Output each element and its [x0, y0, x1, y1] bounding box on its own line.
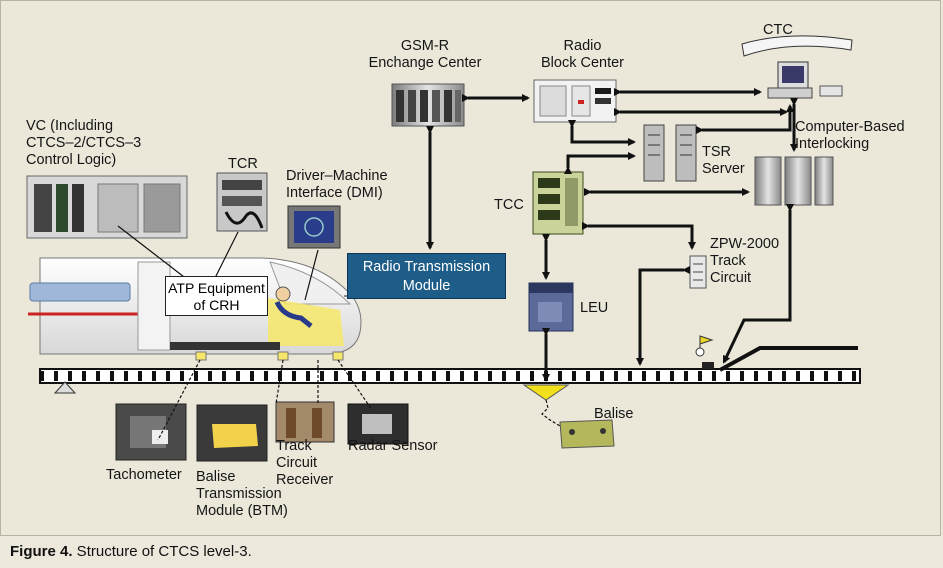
radar-sensor-label: Radar Sensor — [348, 438, 438, 454]
tcr-label: TCR — [228, 156, 258, 172]
rail-track — [39, 368, 861, 384]
leu-label: LEU — [580, 300, 609, 316]
tsr-server-icon — [643, 124, 697, 182]
balise-label: Balise — [594, 406, 634, 422]
track-circuit-receiver-label: Track Circuit Receiver — [276, 438, 334, 488]
radar-sensor-photo-icon — [347, 403, 409, 445]
signal-icon — [695, 335, 714, 369]
ctc-workstation-icon — [741, 35, 853, 99]
figure-caption-text: Structure of CTCS level-3. — [72, 543, 252, 560]
gsmr-center-icon — [391, 83, 465, 127]
train-window — [29, 282, 131, 302]
balise-device-icon — [559, 419, 615, 449]
leu-unit-icon — [528, 282, 574, 332]
tcc-cabinet-icon — [532, 171, 584, 235]
vc-rack-icon — [26, 175, 188, 239]
balise-track-icon — [522, 384, 570, 401]
diagram-graphics — [26, 35, 861, 462]
cbi-label: Computer-Based Interlocking — [795, 119, 905, 152]
vc-label: VC (Including CTCS–2/CTCS–3 Control Logi… — [26, 118, 142, 168]
switch-track — [719, 346, 858, 372]
tcr-unit-icon — [216, 172, 268, 232]
interlocking-racks-icon — [754, 156, 834, 206]
figure-caption: Figure 4. Structure of CTCS level-3. — [10, 543, 252, 560]
rbc-label: Radio Block Center — [540, 38, 624, 71]
btm-label: Balise Transmission Module (BTM) — [196, 469, 288, 519]
rail-end-icon — [53, 381, 77, 394]
connectors — [426, 88, 798, 382]
dmi-label: Driver–Machine Interface (DMI) — [286, 168, 388, 201]
zpw-track-circuit-icon — [689, 255, 707, 289]
tachometer-label: Tachometer — [106, 467, 182, 483]
atp-equipment-box: ATP Equipment of CRH — [165, 276, 268, 316]
tcc-label: TCC — [494, 197, 524, 213]
tsr-label: TSR Server — [702, 144, 745, 177]
gsmr-label: GSM-R Enchange Center — [368, 38, 482, 71]
track-circuit-receiver-photo-icon — [275, 401, 335, 443]
pointer-lines — [117, 225, 561, 441]
btm-photo-icon — [196, 404, 268, 462]
radio-transmission-module-box: Radio Transmission Module — [347, 253, 506, 299]
rbc-server-icon — [533, 79, 617, 123]
ctc-label: CTC — [763, 22, 793, 38]
tachometer-photo-icon — [115, 403, 187, 461]
zpw-label: ZPW-2000 Track Circuit — [710, 236, 780, 286]
figure-number: Figure 4. — [10, 543, 73, 560]
dmi-display-icon — [287, 205, 341, 249]
